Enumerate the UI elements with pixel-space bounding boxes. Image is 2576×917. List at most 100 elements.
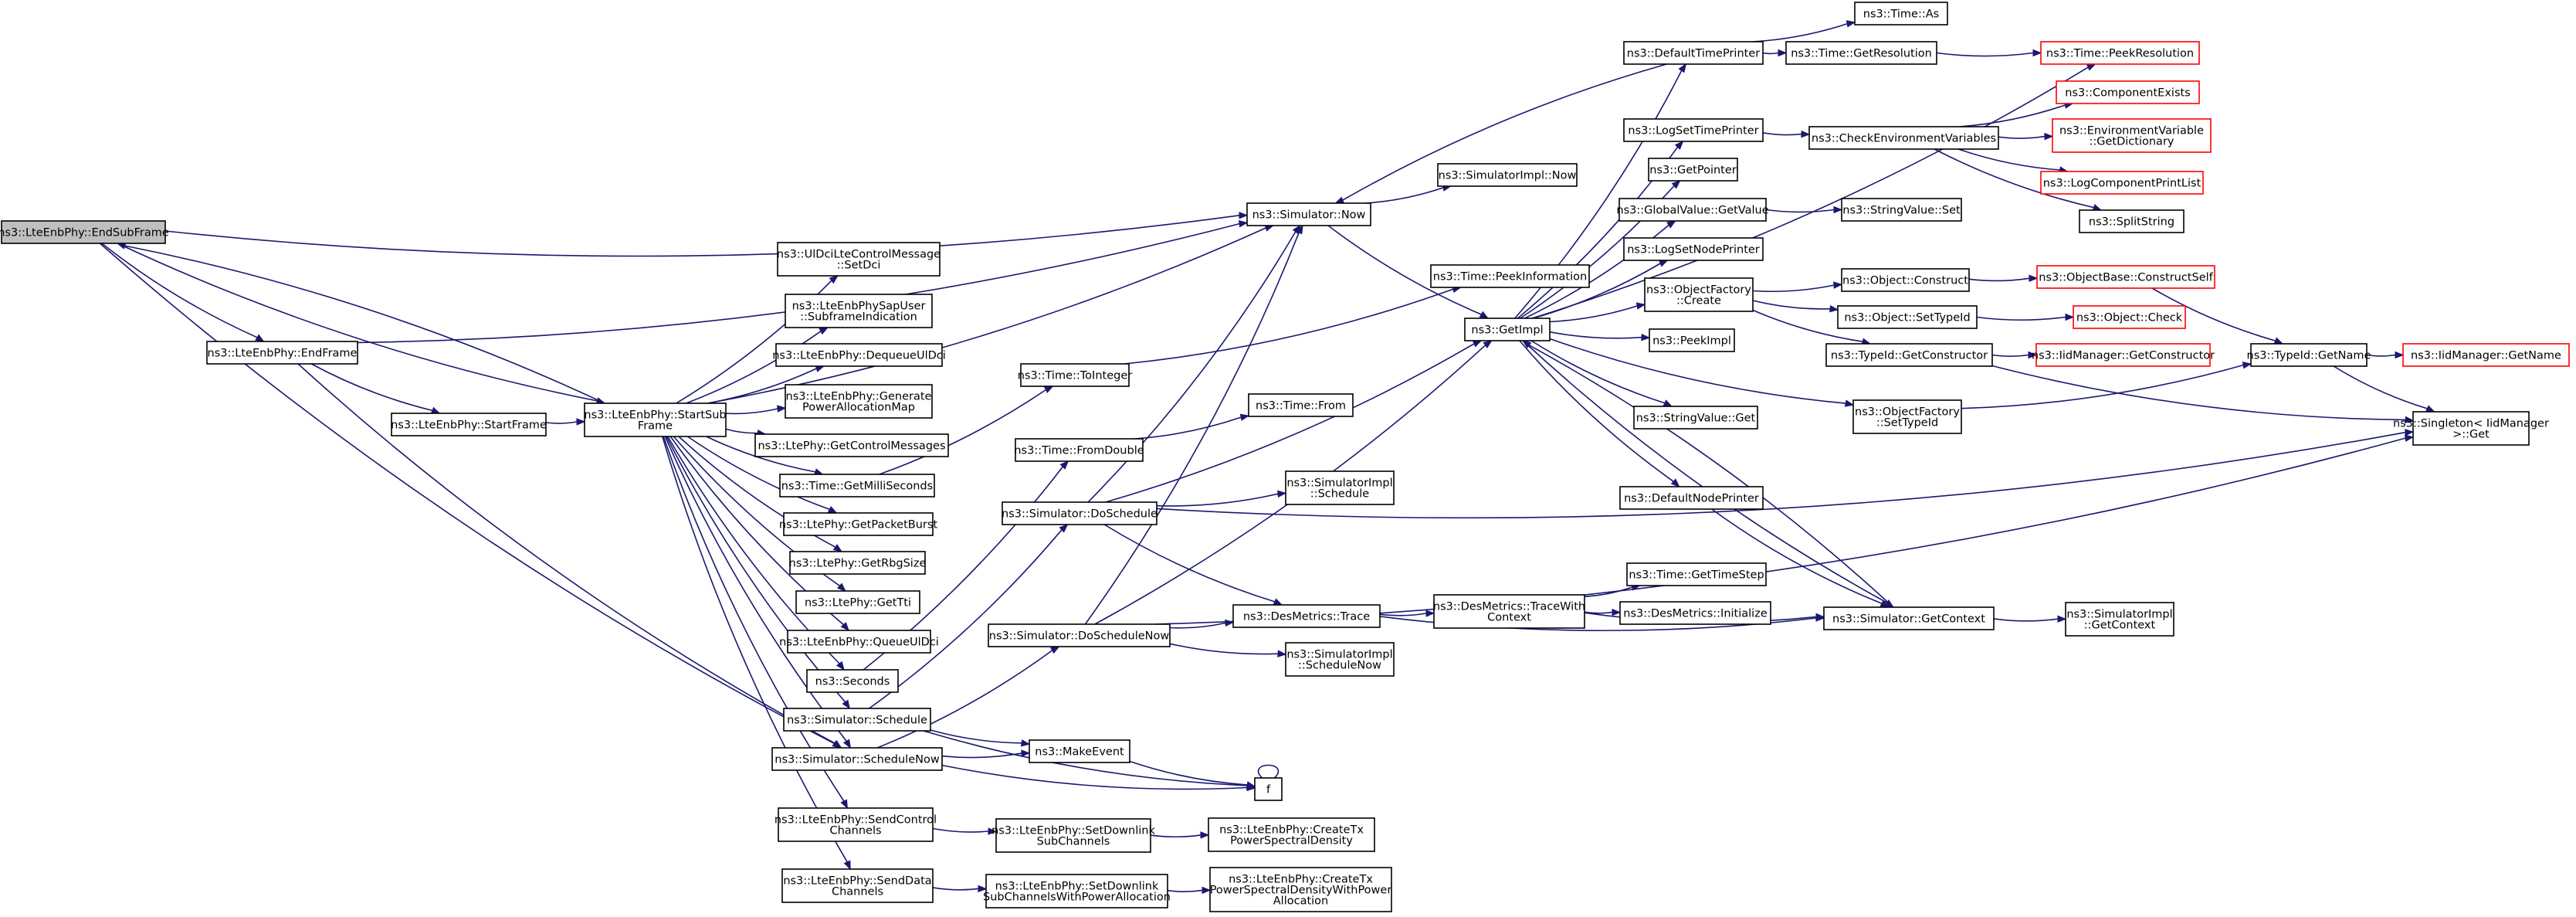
- function-node[interactable]: ns3::Seconds: [806, 669, 899, 693]
- function-node[interactable]: ns3::UlDciLteControlMessage::SetDci: [777, 242, 941, 277]
- function-node[interactable]: ns3::SplitString: [2079, 209, 2185, 233]
- function-node[interactable]: ns3::TypeId::GetConstructor: [1825, 343, 1993, 367]
- node-label: ns3::TypeId::GetConstructor: [1831, 350, 1988, 362]
- function-node[interactable]: ns3::StringValue::Set: [1841, 198, 1962, 222]
- function-node[interactable]: ns3::LtePhy::GetTti: [795, 590, 920, 614]
- function-node[interactable]: ns3::LtePhy::GetPacketBurst: [779, 512, 938, 536]
- function-node[interactable]: ns3::Simulator::ScheduleNow: [771, 747, 943, 771]
- arrowhead: [1483, 340, 1493, 348]
- function-node[interactable]: ns3::TypeId::GetName: [2247, 343, 2371, 367]
- call-edge: [1156, 428, 2415, 519]
- function-node[interactable]: ns3::LogComponentPrintList: [2040, 171, 2204, 195]
- function-node[interactable]: ns3::ComponentExists: [2056, 80, 2200, 104]
- node-box: [777, 242, 941, 277]
- function-node[interactable]: ns3::Simulator::Schedule: [783, 708, 931, 732]
- function-node[interactable]: ns3::DefaultNodePrinter: [1619, 486, 1764, 510]
- arrowhead: [840, 622, 850, 631]
- arrowhead: [1059, 524, 1069, 533]
- call-edge: [1129, 760, 1256, 789]
- function-node[interactable]: ns3::DefaultTimePrinter: [1623, 41, 1764, 65]
- function-node[interactable]: ns3::Time::PeekResolution: [2040, 41, 2200, 65]
- function-node[interactable]: ns3::Object::SetTypeId: [1837, 305, 1978, 329]
- call-edge: [297, 363, 842, 749]
- function-node[interactable]: ns3::LteEnbPhy::GeneratePowerAllocationM…: [785, 384, 933, 419]
- function-node[interactable]: ns3::Simulator::GetContext: [1823, 606, 1995, 630]
- function-node[interactable]: ns3::StringValue::Get: [1633, 406, 1758, 430]
- function-node[interactable]: ns3::Singleton< IidManager >::Get: [2393, 411, 2549, 446]
- function-node[interactable]: ns3::Time::GetMilliSeconds: [779, 474, 935, 498]
- function-node[interactable]: ns3::MakeEvent: [1029, 739, 1130, 763]
- function-node[interactable]: ns3::LteEnbPhy::CreateTxPowerSpectralDen…: [1208, 817, 1375, 852]
- function-node[interactable]: ns3::Time::GetResolution: [1785, 41, 1937, 65]
- function-node[interactable]: ns3::Time::From: [1248, 393, 1354, 417]
- function-node[interactable]: ns3::LteEnbPhy::SetDownlinkSubChannelsWi…: [983, 874, 1171, 909]
- function-node[interactable]: ns3::LteEnbPhy::StartFrame: [391, 413, 547, 436]
- function-node[interactable]: ns3::SimulatorImpl::GetContext: [2065, 602, 2174, 637]
- function-node[interactable]: ns3::Simulator::DoScheduleNow: [988, 623, 1171, 647]
- function-node[interactable]: ns3::SimulatorImpl::Schedule: [1285, 470, 1395, 505]
- node-box: [1208, 817, 1375, 852]
- arrowhead: [1671, 180, 1681, 189]
- call-edge: [686, 436, 838, 514]
- function-node[interactable]: ns3::LteEnbPhy::QueueUlDci: [779, 630, 939, 654]
- function-node[interactable]: ns3::DesMetrics::Initialize: [1619, 601, 1771, 625]
- node-label: ::GetContext: [2084, 620, 2156, 632]
- function-node[interactable]: ns3::LteEnbPhy::DequeueUlDci: [772, 343, 946, 367]
- function-node[interactable]: ns3::LtePhy::GetRbgSize: [789, 551, 927, 575]
- function-node[interactable]: ns3::Object::Construct: [1841, 268, 1970, 292]
- function-node[interactable]: ns3::ObjectFactory::SetTypeId: [1852, 399, 1962, 434]
- node-label: ns3::ComponentExists: [2065, 87, 2191, 100]
- function-node[interactable]: f: [1254, 777, 1283, 801]
- function-node[interactable]: ns3::LteEnbPhySapUser::SubframeIndicatio…: [785, 294, 933, 328]
- function-node[interactable]: ns3::LteEnbPhy::EndSubFrame: [0, 220, 169, 244]
- function-node[interactable]: ns3::DesMetrics::Trace: [1232, 604, 1381, 628]
- function-node[interactable]: ns3::Time::GetTimeStep: [1626, 562, 1767, 586]
- node-label: ns3::Singleton< IidManager: [2393, 418, 2549, 430]
- function-node[interactable]: ns3::Simulator::Now: [1246, 202, 1371, 226]
- function-node[interactable]: ns3::IidManager::GetName: [2402, 343, 2570, 367]
- node-label: ns3::LteEnbPhy::SetDownlink: [991, 825, 1155, 837]
- function-node[interactable]: ns3::Object::Check: [2073, 305, 2186, 329]
- function-node[interactable]: ns3::LogSetNodePrinter: [1623, 237, 1764, 261]
- arrowhead: [1020, 739, 1031, 747]
- function-node[interactable]: ns3::ObjectBase::ConstructSelf: [2036, 265, 2215, 289]
- function-node[interactable]: ns3::ObjectFactory::Create: [1644, 277, 1754, 312]
- function-node[interactable]: ns3::GetImpl: [1464, 318, 1551, 341]
- node-box: [1285, 470, 1395, 505]
- node-label: ns3::LteEnbPhy::CreateTx: [1229, 874, 1373, 886]
- function-node[interactable]: ns3::EnvironmentVariable::GetDictionary: [2052, 118, 2212, 153]
- function-node[interactable]: ns3::Time::PeekInformation: [1430, 264, 1590, 288]
- arrowhead: [2404, 434, 2415, 442]
- function-node[interactable]: ns3::SimulatorImpl::Now: [1437, 163, 1578, 187]
- call-edge: [666, 436, 850, 710]
- function-node[interactable]: ns3::Time::FromDouble: [1014, 438, 1144, 462]
- function-node[interactable]: ns3::LteEnbPhy::EndFrame: [206, 341, 358, 365]
- arrowhead: [2028, 351, 2038, 359]
- function-node[interactable]: ns3::Simulator::DoSchedule: [1002, 501, 1158, 525]
- arrowhead: [777, 405, 787, 413]
- arrowhead: [1833, 205, 1843, 214]
- node-label: ns3::Simulator::GetContext: [1832, 613, 1985, 626]
- node-label: ns3::SimulatorImpl: [2066, 609, 2172, 621]
- function-node[interactable]: ns3::CheckEnvironmentVariables: [1808, 126, 1999, 150]
- node-label: ns3::LteEnbPhy::EndSubFrame: [0, 227, 169, 239]
- function-node[interactable]: ns3::PeekImpl: [1649, 328, 1735, 352]
- function-node[interactable]: ns3::LogSetTimePrinter: [1623, 118, 1764, 142]
- node-label: ns3::Seconds: [815, 676, 890, 688]
- node-label: ns3::UlDciLteControlMessage: [777, 249, 941, 261]
- arrowhead: [1612, 608, 1622, 616]
- function-node[interactable]: ns3::Time::As: [1854, 2, 1948, 25]
- function-node[interactable]: ns3::IidManager::GetConstructor: [2032, 343, 2215, 367]
- function-node[interactable]: ns3::GetPointer: [1648, 158, 1738, 182]
- function-node[interactable]: ns3::LteEnbPhy::CreateTxPowerSpectralDen…: [1209, 867, 1392, 912]
- function-node[interactable]: ns3::Time::ToInteger: [1018, 363, 1132, 387]
- function-node[interactable]: ns3::GlobalValue::GetValue: [1616, 198, 1769, 222]
- node-label: ns3::LogSetTimePrinter: [1628, 125, 1758, 138]
- function-node[interactable]: ns3::LtePhy::GetControlMessages: [754, 433, 949, 457]
- function-node[interactable]: ns3::SimulatorImpl::ScheduleNow: [1285, 642, 1395, 677]
